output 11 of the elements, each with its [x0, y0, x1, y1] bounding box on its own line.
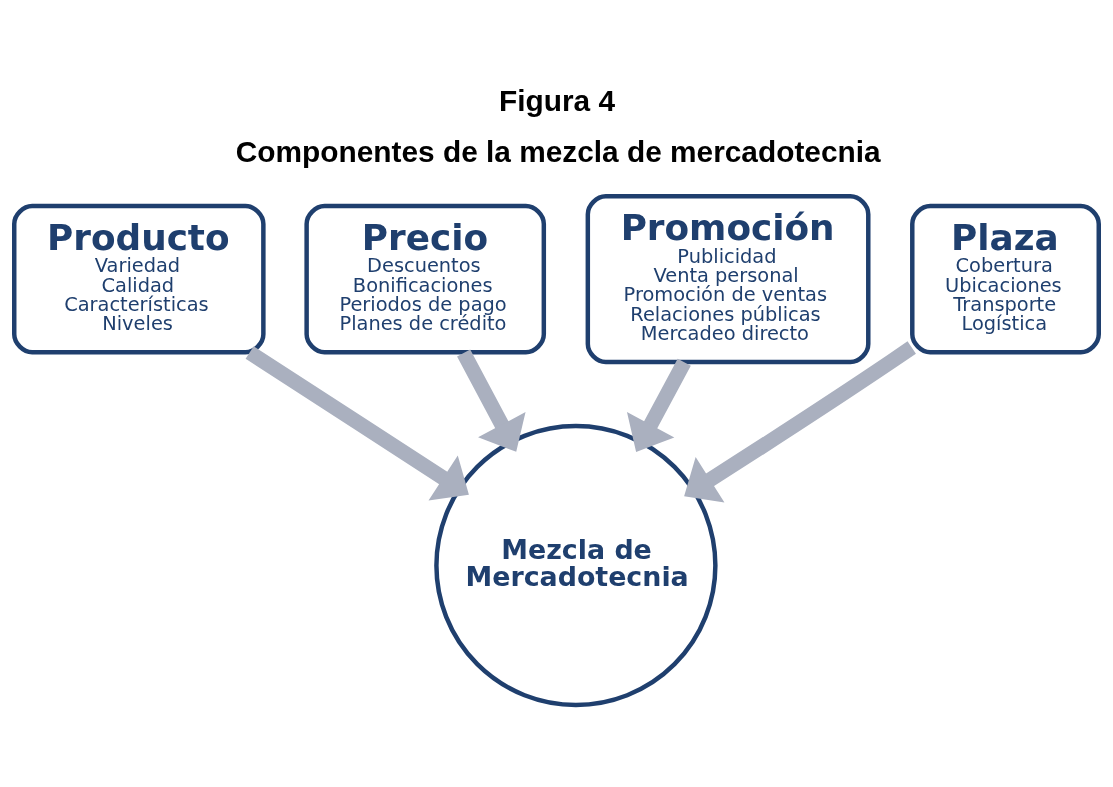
- caption: Componentes de la mezcla de mercadotecnia: [235, 134, 881, 168]
- arrow: [626, 358, 691, 452]
- diagram-title: Figura 4: [499, 83, 616, 117]
- arrow: [457, 348, 526, 452]
- arrow: [684, 340, 916, 502]
- arrow: [245, 345, 469, 501]
- node-circle: Mezcla de Mercadotecnia: [434, 423, 718, 707]
- node-box: Precio Descuentos Bonificaciones Periodos de pago Planes de crédito: [304, 203, 547, 354]
- node-box: Plaza Cobertura Ubicaciones Transporte Logística: [910, 203, 1101, 354]
- node-box: Promoción Publicidad Venta personal Promoción de ventas Relaciones públicas Mercadeo directo: [585, 193, 871, 364]
- node-box: Producto Variedad Calidad Características Niveles: [12, 203, 266, 354]
